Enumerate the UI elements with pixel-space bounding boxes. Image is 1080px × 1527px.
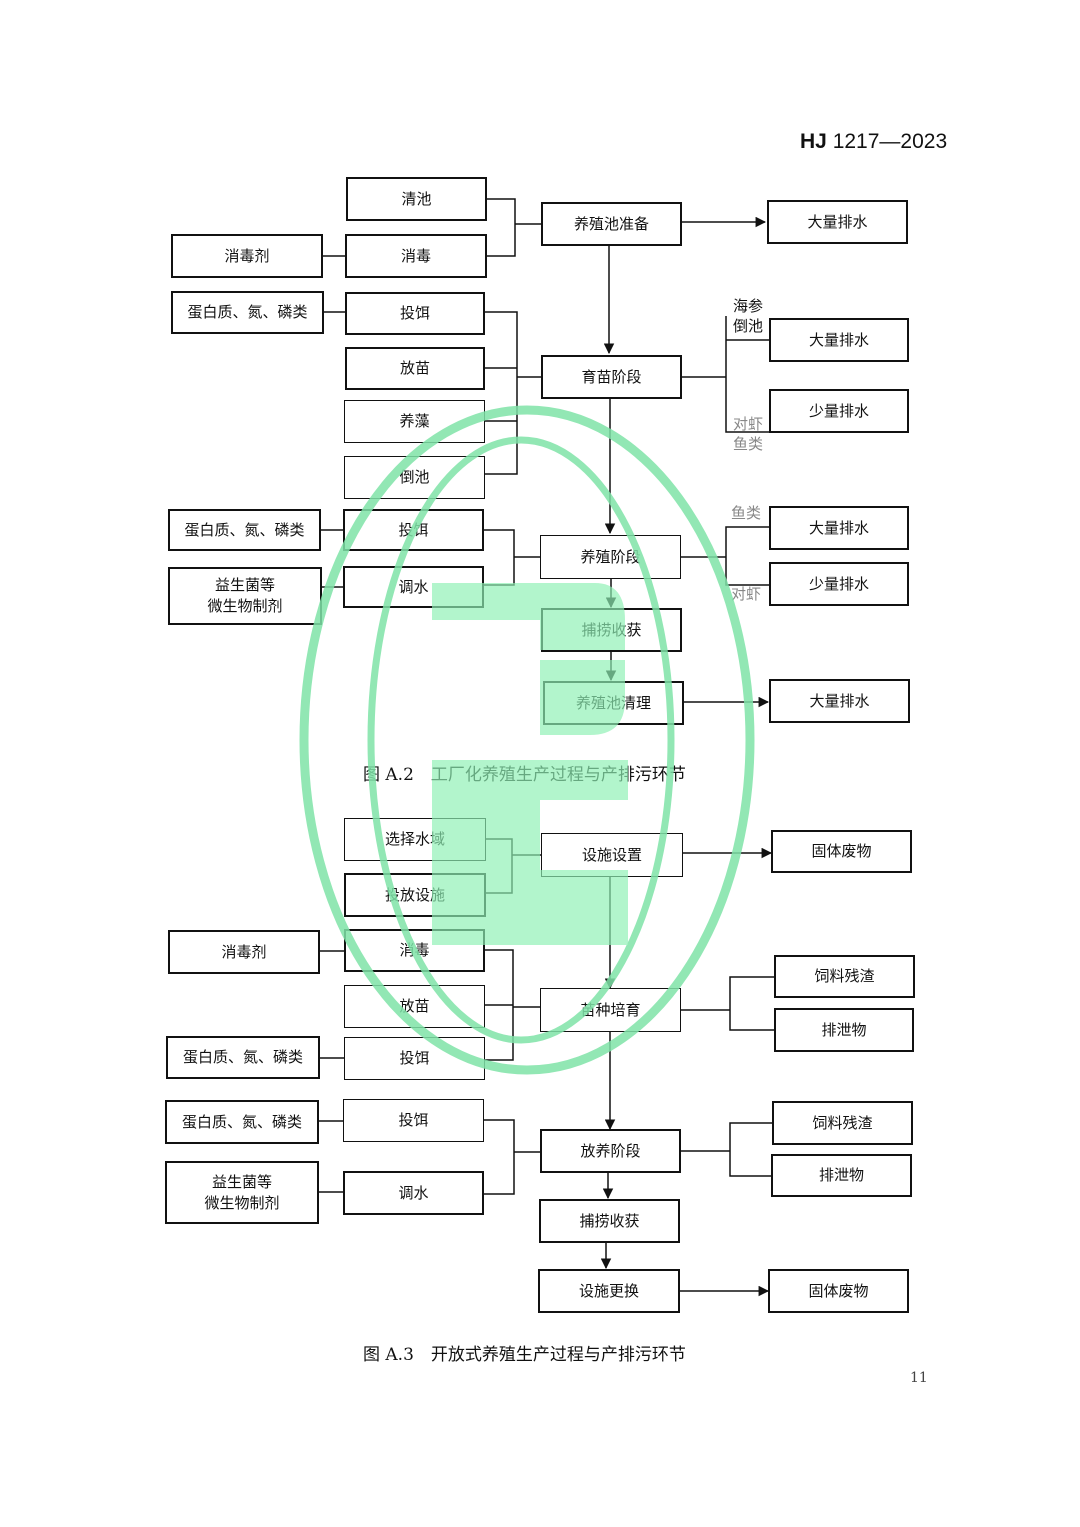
box-zhunbei: 养殖池准备 <box>541 202 682 246</box>
box-out-1: 大量排水 <box>767 200 908 244</box>
box-yumiao: 育苗阶段 <box>541 355 682 399</box>
box-danbai-a3-2: 蛋白质、氮、磷类 <box>165 1100 319 1144</box>
box-fangyang: 放养阶段 <box>540 1129 681 1173</box>
box-out-4: 大量排水 <box>769 506 909 550</box>
standard-number: HJ 1217—2023 <box>800 130 947 154</box>
label-duixia-yulei: 对虾鱼类 <box>732 415 763 453</box>
box-miaozhong: 苗种培育 <box>540 988 681 1032</box>
box-touer-1: 投饵 <box>345 292 485 335</box>
box-bulao: 捕捞收获 <box>541 608 682 652</box>
standard-year: 1217—2023 <box>832 130 948 153</box>
box-touer-2: 投饵 <box>343 509 484 551</box>
box-yishengjun: 益生菌等微生物制剂 <box>168 567 322 625</box>
box-sheshi: 设施设置 <box>541 833 683 877</box>
box-xiaodu-a3: 消毒 <box>344 929 485 972</box>
box-toufang: 投放设施 <box>344 873 486 917</box>
box-daochi: 倒池 <box>344 456 485 499</box>
box-xuanze: 选择水域 <box>344 818 486 861</box>
box-xiaoduji-a3: 消毒剂 <box>168 930 320 974</box>
box-fangmiao: 放苗 <box>345 347 485 390</box>
box-danbai-a3-1: 蛋白质、氮、磷类 <box>166 1036 320 1079</box>
box-danbai-1: 蛋白质、氮、磷类 <box>171 291 324 334</box>
box-tiaoshui-a3: 调水 <box>343 1171 484 1215</box>
standard-code: HJ <box>800 130 827 153</box>
box-fangmiao-a3: 放苗 <box>344 985 485 1028</box>
box-out-3: 少量排水 <box>769 389 909 433</box>
box-qingli: 养殖池清理 <box>543 681 684 725</box>
box-genghuan: 设施更换 <box>538 1269 680 1313</box>
box-out-px-2: 排泄物 <box>771 1154 912 1197</box>
box-out-gt-1: 固体废物 <box>771 830 912 873</box>
box-danbai-2: 蛋白质、氮、磷类 <box>168 509 321 551</box>
box-yangzhi: 养殖阶段 <box>540 535 681 579</box>
box-out-sl-2: 饲料残渣 <box>772 1101 913 1145</box>
box-out-px-1: 排泄物 <box>774 1008 914 1052</box>
box-yishengjun-a3: 益生菌等微生物制剂 <box>165 1161 319 1224</box>
box-tiaoshui: 调水 <box>343 566 484 608</box>
box-out-2: 大量排水 <box>769 318 909 362</box>
label-yulei: 鱼类 <box>730 504 761 522</box>
box-touer-a3-2: 投饵 <box>343 1099 484 1142</box>
page-number: 11 <box>910 1370 928 1386</box>
box-out-5: 少量排水 <box>769 562 909 606</box>
box-touer-a3-1: 投饵 <box>344 1037 485 1080</box>
box-qingchi: 清池 <box>346 177 487 221</box>
box-out-gt-2: 固体废物 <box>768 1269 909 1313</box>
box-out-sl-1: 饲料残渣 <box>774 955 915 998</box>
box-xiaoduji: 消毒剂 <box>171 234 323 278</box>
label-duixia: 对虾 <box>730 585 761 603</box>
label-haishen: 海参倒池 <box>732 297 763 335</box>
box-bulao-a3: 捕捞收获 <box>539 1199 680 1243</box>
box-out-6: 大量排水 <box>769 679 910 723</box>
caption-fig-a2: 图 A.2 工厂化养殖生产过程与产排污环节 <box>363 765 686 785</box>
box-yangzao: 养藻 <box>344 400 485 443</box>
box-xiaodu: 消毒 <box>345 234 487 278</box>
caption-fig-a3: 图 A.3 开放式养殖生产过程与产排污环节 <box>363 1345 686 1365</box>
